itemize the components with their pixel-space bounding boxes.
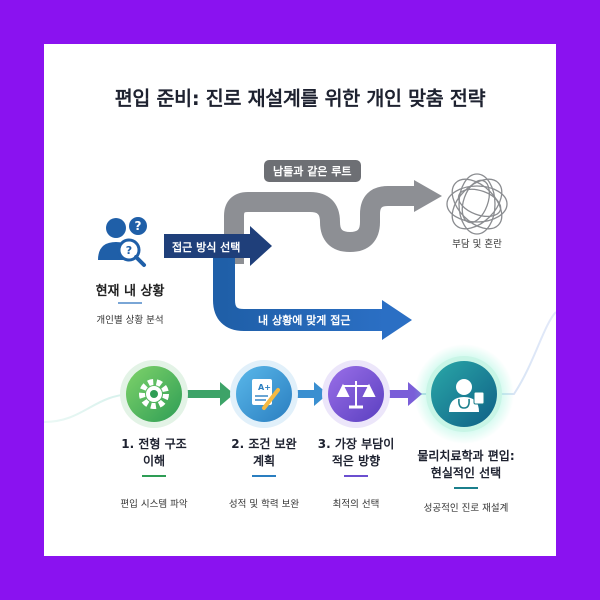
step-connectors	[184, 382, 422, 406]
current-subtitle: 개인별 상황 분석	[96, 315, 164, 326]
final-step-title: 물리치료학과 편입: 현실적인 선택	[417, 449, 515, 480]
step-3-title: 3. 가장 부담이 적은 방향	[317, 437, 395, 468]
scale-icon	[336, 381, 376, 409]
approach-arrow-label: 접근 방식 선택	[172, 241, 241, 254]
step-1-title: 1. 전형 구조 이해	[121, 437, 187, 468]
step-2-underline	[252, 475, 276, 477]
flow-graphic: ? ?	[44, 173, 556, 444]
svg-text:?: ?	[126, 244, 132, 257]
tangle-icon	[446, 173, 508, 235]
user-question-icon: ? ?	[98, 217, 147, 267]
step-2-subtitle: 성적 및 학력 보완	[228, 499, 300, 510]
doctor-icon	[449, 379, 485, 412]
current-underline	[118, 302, 142, 304]
svg-text:A+: A+	[258, 383, 271, 392]
burden-label: 부담 및 혼란	[452, 239, 502, 250]
step-3-underline	[344, 475, 368, 477]
infographic-card: 편입 준비: 진로 재설계를 위한 개인 맞춤 전략	[44, 44, 556, 556]
final-step-subtitle: 성공적인 진로 재설계	[423, 503, 509, 514]
my-route-arrow	[213, 258, 412, 340]
page-title: 편입 준비: 진로 재설계를 위한 개인 맞춤 전략	[114, 87, 486, 110]
gear-icon	[139, 379, 169, 409]
others-route-arrow	[224, 180, 442, 264]
svg-text:?: ?	[135, 219, 142, 233]
current-title: 현재 내 상황	[95, 284, 165, 299]
document-pen-icon: A+	[252, 379, 280, 410]
others-route-label: 남들과 같은 루트	[264, 160, 361, 182]
approach-arrow	[164, 226, 272, 266]
step-1-underline	[142, 475, 166, 477]
step-1-subtitle: 편입 시스템 파악	[120, 499, 188, 510]
step-2-title: 2. 조건 보완 계획	[231, 437, 297, 468]
my-route-label: 내 상황에 맞게 접근	[258, 314, 351, 327]
final-step-underline	[454, 487, 478, 489]
step-3-subtitle: 최적의 선택	[332, 499, 380, 510]
